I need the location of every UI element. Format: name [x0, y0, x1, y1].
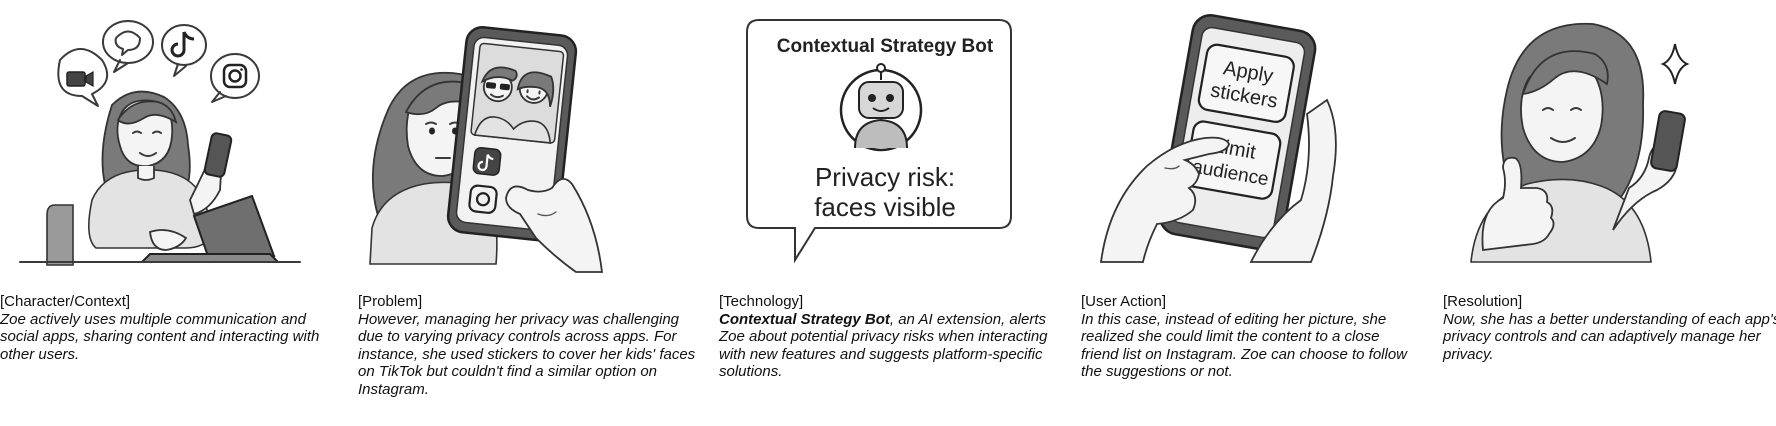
caption-tag: [User Action]	[1081, 293, 1167, 310]
caption: [Resolution] Now, she has a better under…	[1443, 293, 1776, 363]
tiktok-icon	[472, 146, 502, 176]
tiktok-icon	[161, 24, 207, 77]
illustration-phone-choices: Apply stickers Limit audience	[1099, 14, 1337, 263]
phone	[446, 26, 578, 242]
caption-bold: Contextual Strategy Bot	[719, 310, 890, 328]
caption-rest: , an AI extension, alerts Zoe about pote…	[719, 310, 1048, 381]
video-icon	[57, 48, 109, 107]
panel-user-action: Apply stickers Limit audience [User Acti…	[1081, 0, 1421, 426]
phone: Apply stickers Limit audience	[1158, 14, 1317, 252]
phone	[1650, 110, 1686, 172]
panel-resolution: [Resolution] Now, she has a better under…	[1443, 0, 1776, 426]
panel-technology: Contextual Strategy Bot Privacy risk: fa…	[719, 0, 1059, 426]
illustration-zoe-with-apps	[19, 20, 301, 266]
bubble-alert-line2: faces visible	[814, 192, 956, 222]
caption-text: In this case, instead of editing her pic…	[1081, 310, 1408, 381]
caption-text: Zoe actively uses multiple communication…	[0, 310, 320, 363]
caption-text: However, managing her privacy was challe…	[358, 310, 696, 398]
caption-tag: [Problem]	[358, 293, 423, 310]
caption: [Problem] However, managing her privacy …	[358, 293, 698, 398]
sparkle-icon	[1660, 43, 1690, 85]
caption: [User Action] In this case, instead of e…	[1081, 293, 1421, 381]
illustration-zoe-thumbs-up	[1470, 22, 1690, 263]
panel-character-context: [Character/Context] Zoe actively uses mu…	[0, 0, 340, 426]
caption-tag: [Character/Context]	[0, 293, 131, 310]
bubble-alert-line1: Privacy risk:	[815, 162, 955, 192]
apply-stickers-button[interactable]: Apply stickers	[1197, 43, 1295, 123]
caption-tag: [Technology]	[719, 293, 804, 310]
chat-bubble-icon	[102, 20, 154, 73]
illustration-bot-alert: Contextual Strategy Bot Privacy risk: fa…	[746, 19, 1012, 264]
caption-text: Now, she has a better understanding of e…	[1443, 310, 1776, 363]
panel-problem: [Problem] However, managing her privacy …	[358, 0, 698, 426]
robot-icon	[839, 63, 923, 152]
limit-audience-button[interactable]: Limit audience	[1184, 120, 1282, 200]
instagram-icon	[210, 53, 260, 103]
caption-text: Contextual Strategy Bot, an AI extension…	[719, 311, 1059, 381]
bubble-title: Contextual Strategy Bot	[777, 36, 994, 57]
caption: [Character/Context] Zoe actively uses mu…	[0, 293, 340, 363]
caption-tag: [Resolution]	[1443, 293, 1523, 310]
phone	[203, 132, 233, 178]
caption: [Technology] Contextual Strategy Bot, an…	[719, 293, 1059, 381]
illustration-zoe-holding-phone	[369, 26, 604, 273]
instagram-icon	[468, 184, 498, 214]
